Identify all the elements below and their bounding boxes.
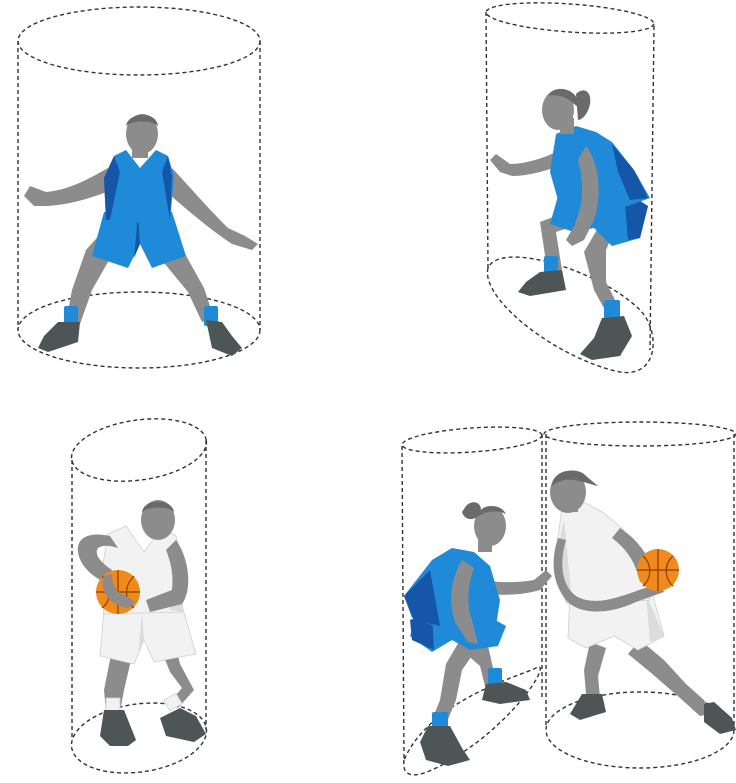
player-ball-handler-right-white	[550, 471, 736, 734]
panel-ball-handler	[67, 411, 211, 781]
panel-side-defender	[485, 0, 655, 373]
player-defender-left-blue	[404, 502, 552, 766]
player-defender-front	[24, 114, 258, 356]
basketball-icon	[637, 549, 679, 591]
panel-defender-vs-ball-handler	[401, 422, 736, 775]
player-ball-handler-white	[78, 500, 206, 746]
panel-front-defender	[18, 7, 260, 368]
player-defender-side	[490, 89, 650, 360]
